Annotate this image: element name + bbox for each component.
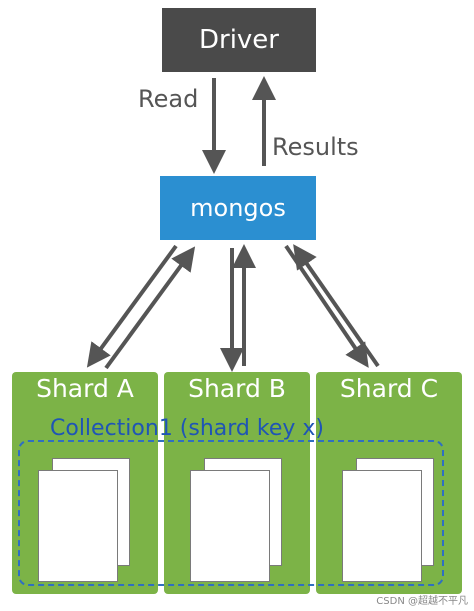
mongos-label: mongos — [190, 194, 286, 222]
shard-c-to-mongos-arrow — [293, 244, 380, 368]
collection-label: Collection1 (shard key x) — [50, 416, 325, 441]
results-label: Results — [272, 133, 359, 161]
collection-region — [18, 440, 444, 586]
document-icon — [38, 470, 118, 582]
shard-a-to-mongos-arrow — [104, 246, 196, 370]
shard-a-label: Shard A — [36, 374, 134, 403]
read-label: Read — [138, 85, 199, 113]
shard-c-label: Shard C — [339, 374, 439, 403]
mongos-to-shard-c-arrow — [284, 244, 369, 368]
document-icon — [190, 470, 270, 582]
mongos-to-shard-a-arrow — [86, 244, 178, 368]
mongos-node: mongos — [160, 176, 316, 240]
document-icon — [342, 470, 422, 582]
watermark: CSDN @超越不平凡 — [376, 596, 468, 607]
shard-b-label: Shard B — [188, 374, 286, 403]
driver-label: Driver — [198, 25, 279, 55]
driver-node: Driver — [162, 8, 316, 72]
